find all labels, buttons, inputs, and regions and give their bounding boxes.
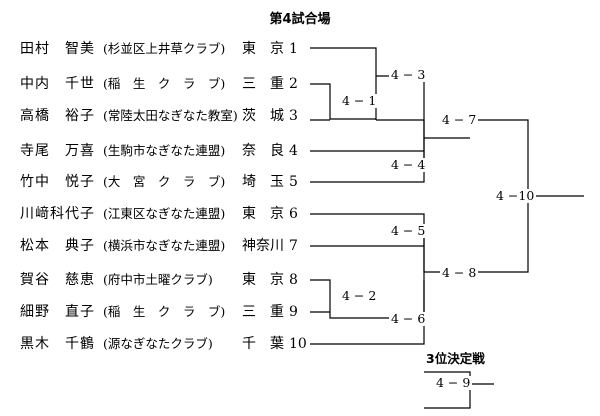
player-club: (生駒市なぎなた連盟) (103, 143, 226, 158)
match-label-4-4: 4 − 4 (389, 157, 428, 172)
player-seed: 7 (289, 238, 298, 254)
player-name: 細野 直子 (20, 304, 95, 320)
player-club: (常陸太田なぎなた教室) (103, 108, 238, 123)
player-row: 黒木 千鶴 (源なぎなたクラブ) 千 葉 10 (0, 333, 320, 355)
match-label-4-7: 4 − 7 (440, 112, 479, 127)
player-row: 寺尾 万喜 (生駒市なぎなた連盟) 奈 良 4 (0, 140, 320, 162)
player-prefecture: 三 重 (242, 76, 284, 92)
player-name: 川﨑科代子 (20, 206, 95, 222)
match-label-4-5: 4 − 5 (389, 223, 428, 238)
match-label-4-2: 4 − 2 (340, 288, 379, 303)
match-label-4-10: 4 −10 (494, 188, 537, 203)
player-row: 高橋 裕子 (常陸太田なぎなた教室) 茨 城 3 (0, 105, 320, 127)
player-prefecture: 東 京 (242, 41, 284, 57)
match-label-4-6: 4 − 6 (389, 311, 428, 326)
player-seed: 6 (289, 206, 298, 222)
player-row: 田村 智美 (杉並区上井草クラブ) 東 京 1 (0, 38, 320, 60)
player-club: (源なぎなたクラブ) (103, 336, 213, 351)
player-name: 寺尾 万喜 (20, 143, 95, 159)
player-club: (杉並区上井草クラブ) (103, 41, 226, 56)
player-club: (大 宮 ク ラ ブ) (103, 174, 226, 189)
match-label-4-9: 4 − 9 (434, 375, 473, 390)
player-club: (横浜市なぎなた連盟) (103, 238, 226, 253)
player-prefecture: 奈 良 (242, 143, 284, 159)
player-prefecture: 三 重 (242, 304, 284, 320)
match-label-4-8: 4 − 8 (440, 265, 479, 280)
page-title: 第4試合場 (269, 12, 331, 27)
player-name: 松本 典子 (20, 238, 95, 254)
player-prefecture: 千 葉 (242, 336, 284, 352)
player-name: 田村 智美 (20, 41, 95, 57)
match-label-4-3: 4 − 3 (389, 67, 428, 82)
player-club: (稲 生 ク ラ ブ) (103, 304, 226, 319)
player-prefecture: 東 京 (242, 272, 284, 288)
player-name: 黒木 千鶴 (20, 336, 95, 352)
player-name: 竹中 悦子 (20, 174, 95, 190)
player-prefecture: 茨 城 (242, 108, 284, 124)
player-seed: 4 (289, 143, 298, 159)
player-name: 中内 千世 (20, 76, 95, 92)
player-seed: 9 (289, 304, 298, 320)
player-row: 松本 典子 (横浜市なぎなた連盟) 神奈川 7 (0, 235, 320, 257)
third-place-title: 3位決定戦 (426, 351, 485, 366)
player-seed: 8 (289, 272, 298, 288)
player-seed: 1 (289, 41, 298, 57)
match-label-4-1: 4 − 1 (340, 93, 379, 108)
player-seed: 2 (289, 76, 298, 92)
player-row: 中内 千世 (稲 生 ク ラ ブ) 三 重 2 (0, 73, 320, 95)
player-seed: 5 (289, 174, 298, 190)
player-row: 竹中 悦子 (大 宮 ク ラ ブ) 埼 玉 5 (0, 171, 320, 193)
player-prefecture: 東 京 (242, 206, 284, 222)
player-row: 川﨑科代子 (江東区なぎなた連盟) 東 京 6 (0, 203, 320, 225)
player-club: (府中市土曜クラブ) (103, 272, 213, 287)
player-row: 賀谷 慈恵 (府中市土曜クラブ) 東 京 8 (0, 269, 320, 291)
player-seed: 10 (289, 336, 307, 352)
player-seed: 3 (289, 108, 298, 124)
player-name: 賀谷 慈恵 (20, 272, 95, 288)
player-club: (江東区なぎなた連盟) (103, 206, 226, 221)
player-prefecture: 神奈川 (242, 238, 284, 254)
player-row: 細野 直子 (稲 生 ク ラ ブ) 三 重 9 (0, 301, 320, 323)
player-club: (稲 生 ク ラ ブ) (103, 76, 226, 91)
player-name: 高橋 裕子 (20, 108, 95, 124)
player-prefecture: 埼 玉 (242, 174, 284, 190)
